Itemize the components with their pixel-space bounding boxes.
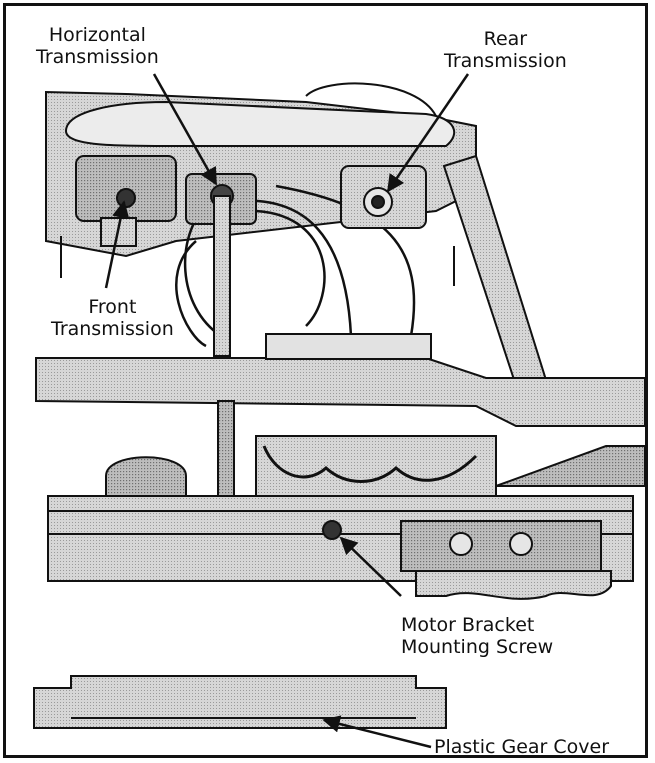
horizontal-transmission (185, 173, 257, 357)
arrow-motor-bracket-screw (339, 536, 402, 597)
arrow-rear-transmission (386, 73, 470, 193)
arrow-front-transmission (104, 200, 130, 289)
motor-gear-housing (105, 435, 645, 507)
arrow-horizontal-transmission (152, 73, 218, 186)
rear-transmission (340, 154, 553, 403)
label-motor-bracket-screw: Motor Bracket Mounting Screw (401, 614, 554, 658)
lower-track (47, 495, 634, 600)
seat-adjuster-illustration (33, 73, 645, 749)
label-plastic-gear-cover: Plastic Gear Cover (434, 736, 610, 758)
seat-track-rail (35, 333, 645, 427)
arrow-plastic-gear-cover (322, 715, 432, 749)
plastic-gear-cover (33, 675, 447, 729)
leader-arrows (104, 73, 470, 749)
label-horizontal-transmission: Horizontal Transmission (36, 24, 159, 68)
front-transmission (60, 155, 177, 278)
label-rear-transmission: Rear Transmission (444, 28, 567, 72)
label-front-transmission: Front Transmission (51, 296, 174, 340)
diagram-frame: Horizontal Transmission Rear Transmissio… (3, 3, 648, 758)
